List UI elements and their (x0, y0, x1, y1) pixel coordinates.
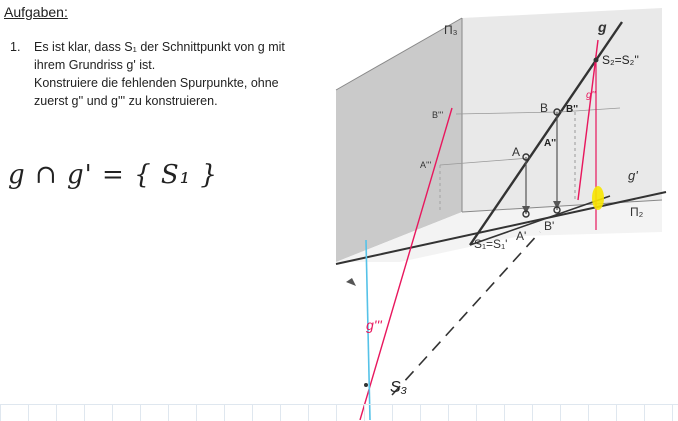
label-b: B (540, 101, 548, 115)
red-g-double-line (577, 39, 599, 201)
task-1: 1. Es ist klar, dass S₁ der Schnittpunkt… (10, 38, 330, 110)
task-text: Es ist klar, dass S₁ der Schnittpunkt vo… (34, 38, 330, 110)
highlight-marker (592, 186, 604, 210)
blue-axis-line (365, 239, 371, 420)
red-g-triple-line (359, 107, 453, 420)
label-s3: S₃ (390, 379, 407, 396)
label-g-double: g'' (586, 90, 596, 101)
label-b-triple: B''' (432, 110, 443, 120)
label-s2: S₂=S₂'' (602, 53, 639, 67)
label-pi3: Π₃ (444, 23, 458, 37)
pi3-plane (336, 18, 462, 262)
label-g-triple: g''' (366, 317, 383, 333)
task-line-2: ihrem Grundriss g' ist. (34, 58, 156, 72)
task-line-4: zuerst g'' und g''' zu konstruieren. (34, 94, 218, 108)
label-b-prime: B' (544, 219, 554, 233)
task-number: 1. (10, 40, 21, 54)
task-line-3: Konstruiere die fehlenden Spurpunkte, oh… (34, 76, 279, 90)
label-b-double: B'' (566, 104, 578, 115)
tasks-heading: Aufgaben: (4, 4, 68, 20)
label-g: g (597, 19, 607, 35)
label-a-double: A'' (544, 138, 556, 149)
line-g-prime (391, 231, 541, 396)
label-a-prime: A' (516, 229, 526, 243)
ground-line (335, 191, 667, 265)
label-pi2: Π₂ (630, 205, 644, 219)
task-line-1: Es ist klar, dass S₁ der Schnittpunkt vo… (34, 40, 285, 54)
handwritten-note: g ∩ g' = { S₁ } (8, 160, 218, 190)
label-s1: S₁=S₁' (474, 237, 507, 251)
label-a-triple: A''' (420, 160, 431, 170)
label-a: A (512, 145, 520, 159)
label-g-prime: g' (628, 168, 638, 183)
notebook-grid (0, 404, 678, 421)
